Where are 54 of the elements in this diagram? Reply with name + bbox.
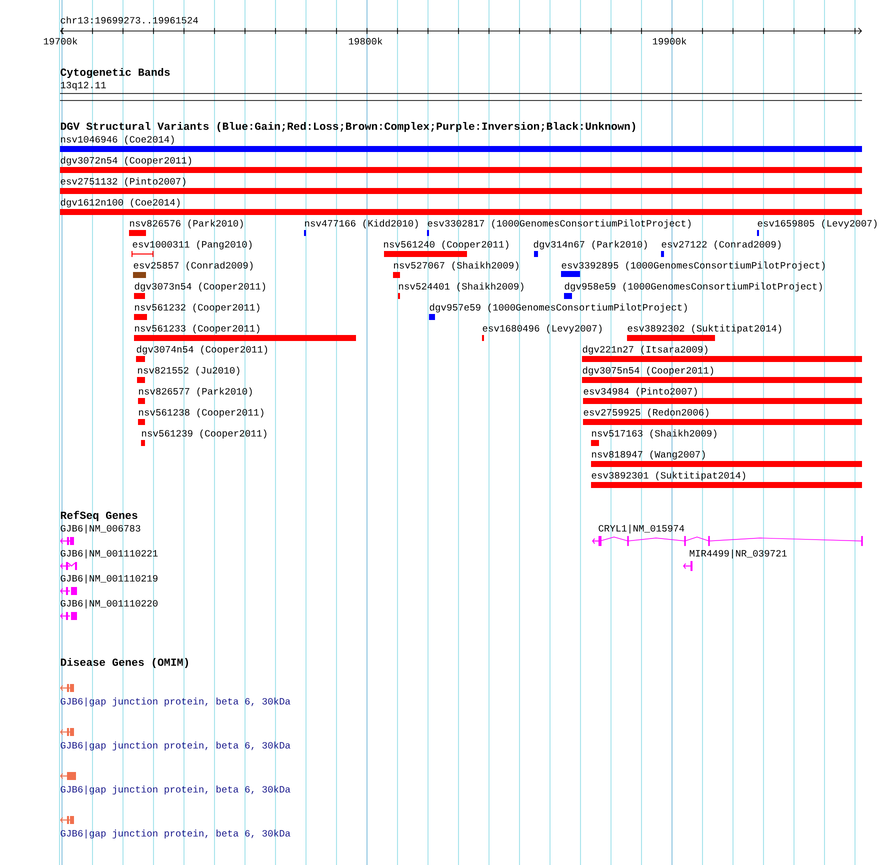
- disease-gene-label: GJB6|gap junction protein, beta 6, 30kDa: [60, 830, 290, 838]
- variant-label: esv3302817 (1000GenomesConsortiumPilotProject): [428, 220, 691, 228]
- disease-gene-label: GJB6|gap junction protein, beta 6, 30kDa: [60, 742, 290, 750]
- variant-label: esv25857 (Conrad2009): [134, 262, 253, 270]
- band-label: 13q12.11: [60, 82, 106, 90]
- variant-label: esv2751132 (Pinto2007): [60, 178, 186, 186]
- variant-label: nsv527067 (Shaikh2009): [394, 262, 518, 270]
- disease-gene-label: GJB6|gap junction protein, beta 6, 30kDa: [60, 698, 290, 706]
- variant-label: dgv958e59 (1000GenomesConsortiumPilotProject): [564, 282, 822, 292]
- variant-label: dgv3073n54 (Cooper2011): [134, 282, 266, 292]
- gene-label: GJB6|NM_001110221: [60, 550, 158, 558]
- variant-label: esv3892302 (Suktitipat2014): [628, 324, 782, 334]
- variant-label: dgv1612n100 (Coe2014): [60, 198, 180, 208]
- variant-label: nsv1046946 (Coe2014): [61, 136, 174, 144]
- variant-label: esv3892301 (Suktitipat2014): [592, 472, 746, 480]
- variant-label: nsv561238 (Cooper2011): [139, 408, 264, 418]
- track-title: RefSeq Genes: [60, 510, 138, 522]
- gene-label: MIR4499|NR_039721: [690, 550, 787, 558]
- variant-label: nsv477166 (Kidd2010): [305, 220, 418, 228]
- tick-label: 19900k: [652, 37, 686, 45]
- tick-label: 19800k: [348, 37, 382, 45]
- variant-label: esv3392895 (1000GenomesConsortiumPilotProject): [562, 262, 825, 270]
- variant-label: nsv818947 (Wang2007): [592, 450, 705, 460]
- track-title: Disease Genes (OMIM): [60, 658, 188, 668]
- gene-label: CRYL1|NM_015974: [598, 524, 684, 534]
- variant-label: nsv517163 (Shaikh2009): [592, 430, 716, 438]
- variant-label: esv1659805 (Levy2007): [758, 220, 877, 228]
- variant-label: nsv826576 (Park2010): [130, 220, 243, 228]
- variant-label: dgv957e59 (1000GenomesConsortiumPilotProject): [430, 304, 687, 312]
- disease-gene-label: GJB6|gap junction protein, beta 6, 30kDa: [60, 786, 290, 794]
- variant-label: esv1680496 (Levy2007): [482, 324, 602, 334]
- variant-label: esv27122 (Conrad2009): [662, 240, 781, 250]
- variant-label: nsv561240 (Cooper2011): [384, 240, 508, 250]
- position-label: chr13:19699273..19961524: [60, 16, 198, 24]
- gene-label: GJB6|NM_006783: [60, 524, 140, 534]
- variant-label: dgv3072n54 (Cooper2011): [60, 156, 192, 166]
- variant-label: nsv561233 (Cooper2011): [135, 324, 260, 334]
- variant-label: dgv3075n54 (Cooper2011): [582, 366, 714, 376]
- variant-label: nsv524401 (Shaikh2009): [399, 282, 524, 292]
- variant-label: nsv561232 (Cooper2011): [135, 304, 260, 312]
- variant-label: dgv314n67 (Park2010): [534, 240, 647, 250]
- tick-label: 19700k: [44, 37, 78, 45]
- variant-label: nsv821552 (Ju2010): [138, 366, 240, 376]
- variant-label: esv1000311 (Pang2010): [132, 240, 252, 250]
- gene-label: GJB6|NM_001110220: [60, 600, 158, 608]
- gene-label: GJB6|NM_001110219: [60, 574, 158, 584]
- variant-label: esv34984 (Pinto2007): [584, 388, 697, 396]
- track-title: Cytogenetic Bands: [60, 68, 170, 78]
- variant-label: nsv561239 (Cooper2011): [142, 430, 266, 438]
- variant-label: dgv221n27 (Itsara2009): [582, 346, 708, 354]
- variant-label: nsv826577 (Park2010): [139, 388, 252, 396]
- variant-label: esv2759925 (Redon2006): [584, 408, 708, 418]
- track-title: DGV Structural Variants (Blue:Gain;Red:Loss;Brown:Complex;Purple:Inversion;Black:Unknown): [60, 122, 636, 132]
- variant-label: dgv3074n54 (Cooper2011): [136, 346, 268, 354]
